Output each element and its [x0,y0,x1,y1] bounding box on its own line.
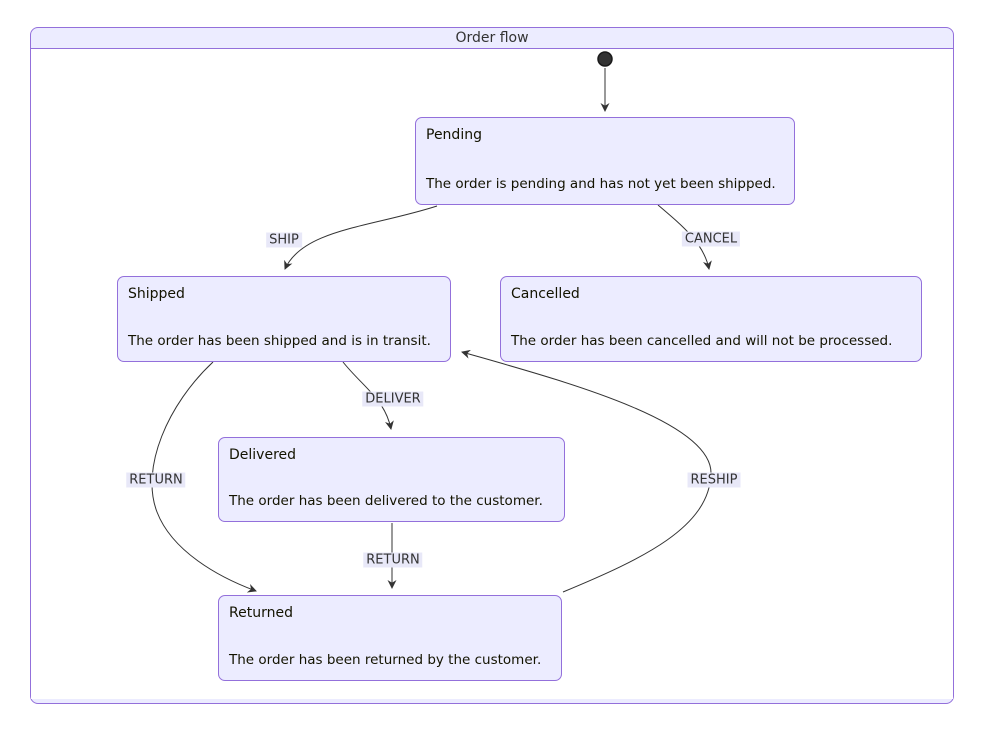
transition-returned-to-shipped [461,349,712,593]
state-title: Delivered [229,447,297,463]
state-title: Pending [426,127,482,143]
state-title: Shipped [128,286,185,302]
state-node-delivered: Delivered The order has been delivered t… [218,437,565,522]
transition-label-return-delivered: RETURN [363,552,423,568]
transition-label-deliver: DELIVER [362,391,424,407]
state-description: The order has been shipped and is in tra… [128,333,431,349]
state-description: The order has been delivered to the cust… [229,493,543,509]
state-node-returned: Returned The order has been returned by … [218,595,562,681]
transition-shipped-to-returned [151,361,257,593]
initial-state-dot [597,51,613,67]
state-description: The order has been returned by the custo… [229,652,542,668]
transition-label-return-shipped: RETURN [126,472,186,488]
state-node-pending: Pending The order is pending and has not… [415,117,795,205]
transition-label-ship: SHIP [266,232,302,248]
state-title: Cancelled [511,286,580,302]
transition-pending-to-shipped [284,205,438,270]
state-node-shipped: Shipped The order has been shipped and i… [117,276,451,362]
state-node-cancelled: Cancelled The order has been cancelled a… [500,276,922,362]
state-description: The order has been cancelled and will no… [511,333,893,349]
transition-label-cancel: CANCEL [681,231,741,247]
diagram-title: Order flow [31,28,953,49]
transition-label-reship: RESHIP [687,472,741,488]
state-title: Returned [229,605,293,621]
state-description: The order is pending and has not yet bee… [426,176,776,192]
